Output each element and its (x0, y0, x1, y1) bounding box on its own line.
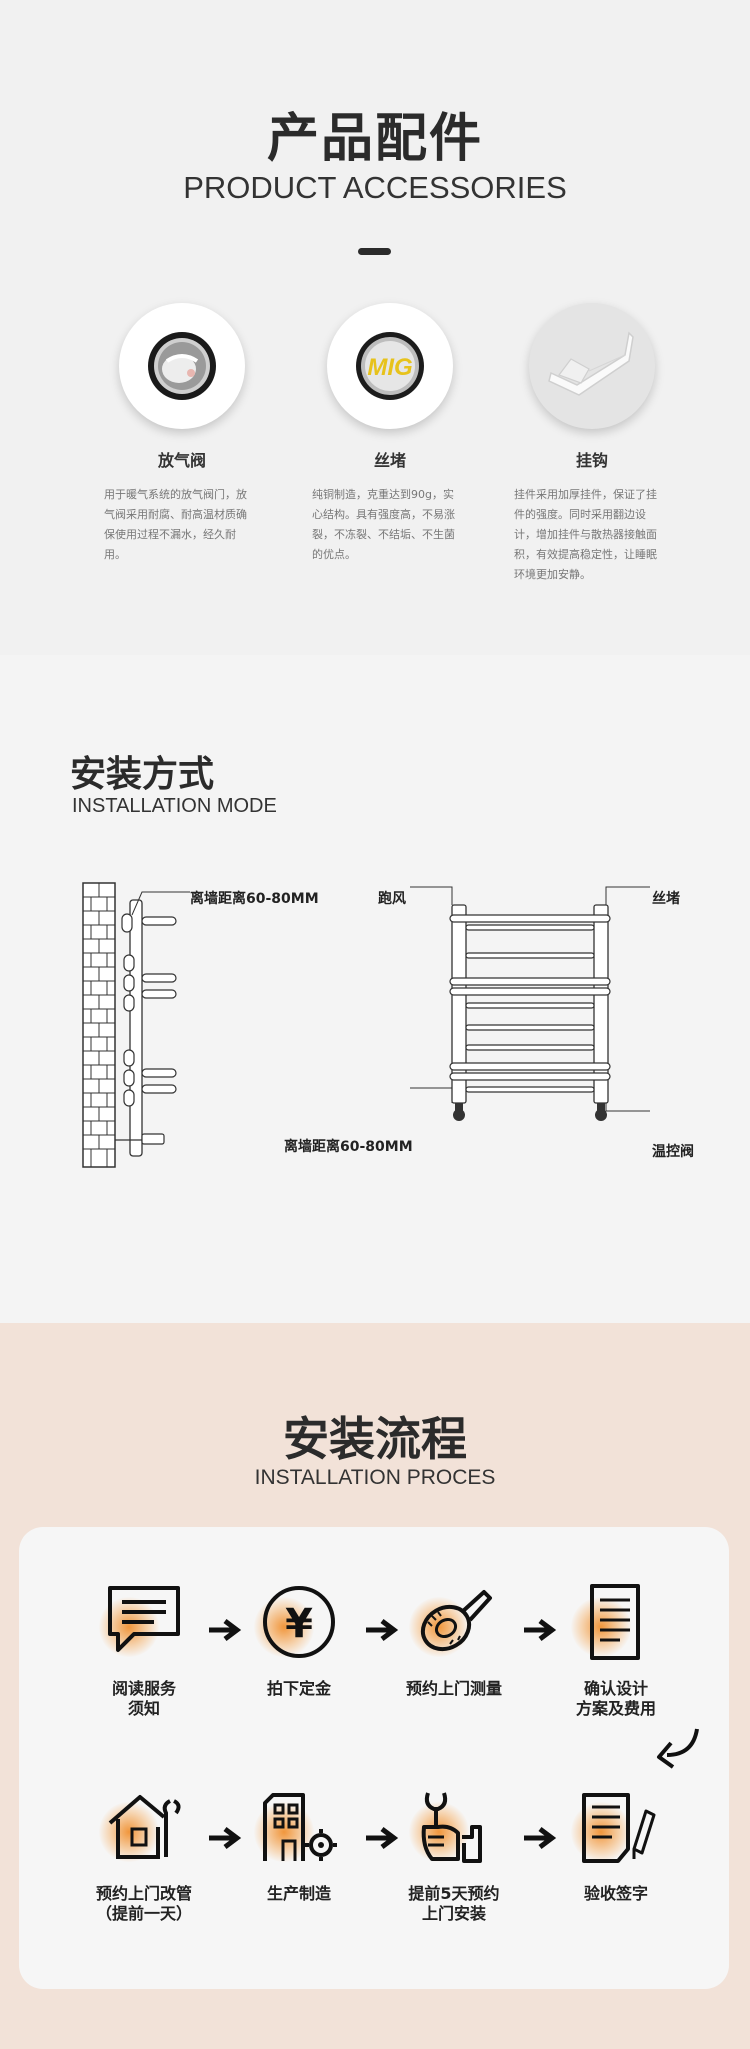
accessory-hook: 挂钩 挂件采用加厚挂件，保证了挂件的强度。同时采用翻边设计，增加挂件与散热器接触… (512, 303, 672, 585)
hook-image (529, 303, 655, 429)
title-divider (358, 248, 391, 255)
plug-badge: MIG (367, 354, 412, 381)
step-label-line1: 预约上门改管 (95, 1884, 192, 1903)
plug-image: MIG (327, 303, 453, 429)
wall-distance-bottom-label: 离墙距离60-80MM (284, 1139, 413, 1155)
arrow-right-icon (524, 1619, 557, 1641)
process-step-4: 确认设计方案及费用 (541, 1577, 691, 1719)
vent-label: 跑风 (378, 891, 406, 907)
accessories-subtitle: PRODUCT ACCESSORIES (183, 170, 567, 205)
step-label-line1: 确认设计 (583, 1679, 648, 1698)
process-title: 安装流程 (283, 1412, 467, 1466)
tape-measure-icon (420, 1590, 492, 1652)
wall-distance-top-label: 离墙距离60-80MM (190, 891, 319, 907)
turn-arrow-icon (657, 1728, 699, 1769)
factory-gear-icon (263, 1793, 337, 1861)
house-wrench-icon (108, 1795, 181, 1859)
install-mode-section: 安装方式 INSTALLATION MODE (0, 655, 750, 1323)
front-view-diagram (410, 886, 650, 1121)
accessory-desc: 纯铜制造，克重达到90g，实心结构。具有强度高，不易涨裂，不冻裂、不结垢、不生菌… (312, 488, 455, 561)
process-step-7: 提前5天预约上门安装 (379, 1782, 529, 1924)
process-subtitle: INSTALLATION PROCES (254, 1466, 496, 1489)
accessories-title: 产品配件 (266, 109, 483, 169)
process-step-1: 阅读服务须知 (69, 1577, 219, 1719)
process-step-8: 验收签字 (541, 1782, 691, 1904)
install-mode-title: 安装方式 (70, 754, 215, 795)
process-card: 阅读服务须知 ¥ 拍下定金 预约上门测量 (19, 1527, 729, 1989)
thermo-valve-label: 温控阀 (652, 1144, 694, 1160)
accessories-section: 产品配件 PRODUCT ACCESSORIES 放气阀 用于暖气系统的放气阀门… (0, 0, 750, 655)
process-step-3: 预约上门测量 (379, 1577, 529, 1699)
process-step-5: 预约上门改管（提前一天） (69, 1782, 219, 1924)
accessory-desc: 挂件采用加厚挂件，保证了挂件的强度。同时采用翻边设计，增加挂件与散热器接触面积，… (514, 488, 657, 581)
plug-label: 丝堵 (652, 891, 680, 907)
arrow-right-icon (209, 1827, 242, 1849)
arrow-right-icon (366, 1827, 399, 1849)
step-label-line1: 拍下定金 (266, 1679, 331, 1698)
step-label-line2: （提前一天） (95, 1904, 192, 1923)
process-section: 安装流程 INSTALLATION PROCES 阅读服务须知 ¥ (0, 1323, 750, 2049)
accessory-air-valve: 放气阀 用于暖气系统的放气阀门，放气阀采用耐腐、耐高温材质确保使用过程不漏水，经… (102, 303, 262, 565)
process-step-6: 生产制造 (224, 1782, 374, 1904)
accessory-name: 丝堵 (373, 451, 406, 470)
speech-bubble-icon (108, 1586, 180, 1652)
worker-wrench-icon (421, 1792, 482, 1863)
step-label-line1: 阅读服务 (111, 1679, 176, 1698)
yuan-symbol: ¥ (285, 1601, 313, 1647)
step-label-line2: 上门安装 (421, 1904, 486, 1923)
yuan-coin-icon: ¥ (263, 1586, 335, 1658)
step-label-line1: 提前5天预约 (408, 1884, 500, 1903)
step-label-line2: 方案及费用 (575, 1699, 656, 1718)
air-valve-image (119, 303, 245, 429)
accessory-name: 放气阀 (157, 451, 206, 470)
side-view-diagram (82, 882, 190, 1168)
arrow-right-icon (366, 1619, 399, 1641)
step-label-line1: 生产制造 (266, 1884, 331, 1903)
step-label-line1: 预约上门测量 (405, 1679, 502, 1698)
accessory-name: 挂钩 (575, 451, 608, 470)
document-icon (590, 1584, 640, 1660)
step-label-line1: 验收签字 (583, 1884, 648, 1903)
step-label-line2: 须知 (127, 1699, 160, 1718)
arrow-right-icon (209, 1619, 242, 1641)
process-step-2: ¥ 拍下定金 (224, 1577, 374, 1699)
document-pen-icon (582, 1793, 656, 1863)
install-mode-subtitle: INSTALLATION MODE (72, 795, 277, 817)
accessory-desc: 用于暖气系统的放气阀门，放气阀采用耐腐、耐高温材质确保使用过程不漏水，经久耐用。 (104, 488, 247, 561)
accessory-plug: MIG 丝堵 纯铜制造，克重达到90g，实心结构。具有强度高，不易涨裂，不冻裂、… (310, 303, 470, 565)
arrow-right-icon (524, 1827, 557, 1849)
